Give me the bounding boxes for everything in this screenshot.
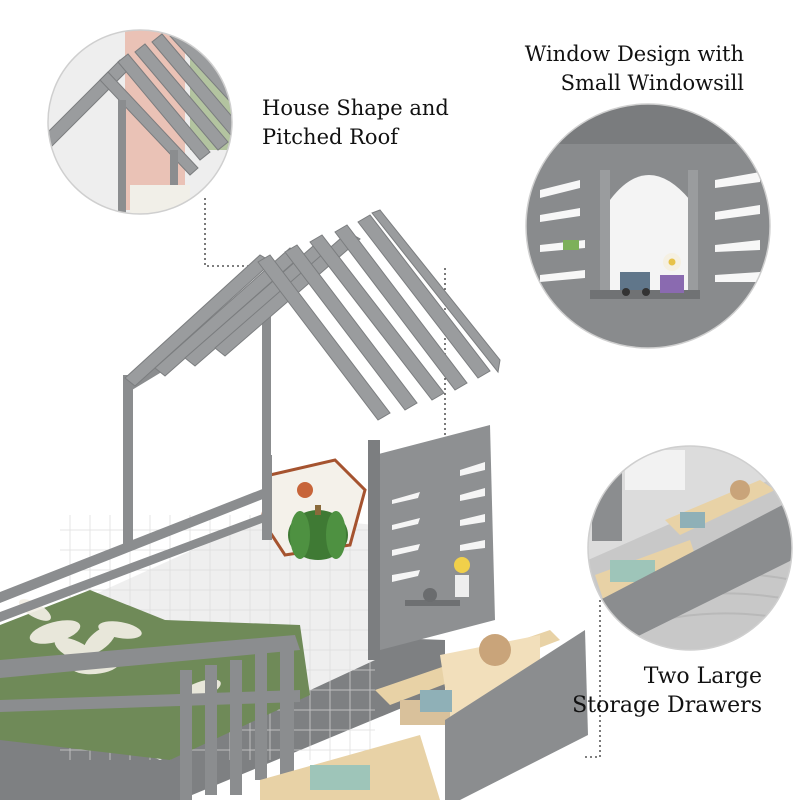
caption-window: Window Design with Small Windowsill: [525, 40, 744, 98]
caption-drawers-line2: Storage Drawers: [572, 693, 762, 718]
storage-drawers: [260, 630, 588, 800]
bed-main: [0, 209, 588, 800]
caption-drawers-line1: Two Large: [643, 664, 762, 689]
caption-window-line1: Window Design with: [524, 42, 744, 66]
caption-drawers: Two Large Storage Drawers: [572, 662, 762, 720]
detail-drawers-circle: [587, 445, 793, 651]
detail-roof-circle: [47, 29, 233, 215]
windowsill-small: [405, 600, 460, 606]
pitched-roof: [124, 209, 501, 421]
globe-toy: [479, 634, 511, 666]
caption-roof-line1: House Shape and: [262, 96, 449, 120]
window-panel: [368, 425, 495, 660]
caption-window-line2: Small Windowsill: [560, 71, 744, 95]
pumpkin-plush: [288, 505, 348, 560]
caption-roof: House Shape and Pitched Roof: [262, 94, 449, 152]
detail-window-circle: [525, 103, 771, 349]
blanket-flowers: [19, 599, 221, 701]
caption-roof-line2: Pitched Roof: [262, 125, 398, 149]
drawer-leader-line: [585, 600, 601, 758]
